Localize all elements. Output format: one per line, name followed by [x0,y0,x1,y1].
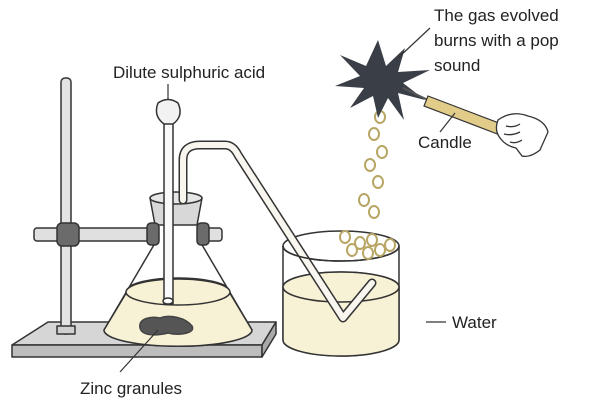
gas-label-line2: burns with a pop [434,31,559,50]
gas-bubbles [339,110,396,260]
gas-bubble [364,158,376,172]
gas-bubble [339,230,351,244]
gas-bubble [374,243,386,257]
gas-label-line3: sound [434,56,481,75]
candle-label: Candle [418,133,472,152]
boss-head [56,222,80,247]
candle [402,87,505,136]
gas-bubble [366,233,378,247]
gas-label-line1: The gas evolved [434,6,559,25]
zinc-label: Zinc granules [80,379,183,398]
candle-leader-line [439,112,456,133]
gas-bubble [354,236,366,250]
gas-bubble [358,193,370,207]
pop-explosion-icon [335,40,430,120]
zinc-leader-line [119,329,159,373]
gas-bubble [384,238,396,252]
stand-rod [60,77,72,335]
water-surface [282,271,400,303]
conical-flask [103,191,253,347]
gas-bubble [376,145,388,159]
gas-leader-line [397,27,431,59]
water-label: Water [452,313,497,332]
gas-bubble [372,175,384,189]
gloved-hand-icon [495,113,549,158]
gas-bubble [346,243,358,257]
acid-surface [125,278,231,306]
gas-bubble [362,246,374,260]
zinc-granules [139,315,194,336]
gas-bubble [368,205,380,219]
acid-label: Dilute sulphuric acid [113,63,266,82]
gas-bubble [368,127,380,141]
